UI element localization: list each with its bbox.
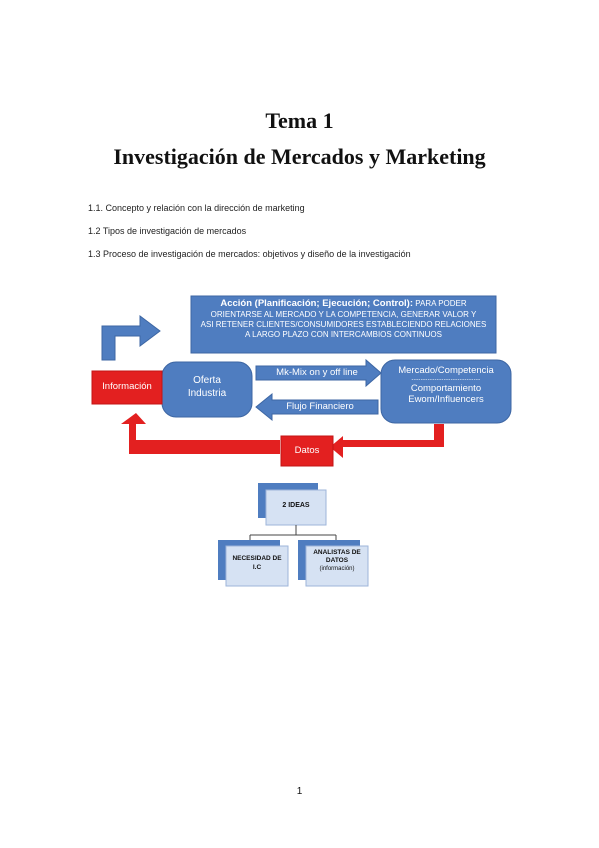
analistas-text: ANALISTAS DE DATOS (información) [306,549,368,574]
page-number: 1 [296,786,303,797]
mercado-text: Mercado/Competencia --------------------… [381,365,511,406]
title-line-2: Investigación de Mercados y Marketing [113,144,486,169]
oferta-text: Oferta Industria [162,375,252,400]
analistas-line: ANALISTAS DE [313,549,361,556]
toc-item: 1.1. Concepto y relación con la direcció… [88,203,305,213]
accion-line: ASI RETENER CLIENTES/CONSUMIDORES ESTABL… [200,319,487,329]
flujo-label: Flujo Financiero [286,401,354,412]
accion-arrow [101,315,161,361]
toc-item: 1.2 Tipos de investigación de mercados [88,226,247,236]
ideas-box [265,489,327,526]
title-line-1: Tema 1 [265,108,334,133]
informacion-box [91,370,163,405]
informacion-label: Información [102,381,152,392]
datos-arrow [330,424,444,458]
necesidad-box [225,545,289,587]
toc-item: 1.3 Proceso de investigación de mercados… [88,249,411,259]
mercado-line: Comportamiento [410,382,482,394]
mkmix-arrow [255,358,382,388]
necesidad-line: NECESIDAD DE [232,555,282,562]
necesidad-line: I.C [252,563,262,571]
accion-title: Acción (Planificación; Ejecución; Contro… [220,298,413,309]
mercado-separator: ------------------------------ [411,376,481,383]
oferta-line: Oferta [193,375,221,386]
mercado-title: Mercado/Competencia [398,365,494,376]
datos-box [280,435,334,467]
accion-text: Acción (Planificación; Ejecución; Contro… [191,298,496,340]
flujo-arrow [255,392,379,422]
ideas-label: 2 IDEAS [282,502,310,509]
mercado-line: Ewom/Influencers [408,393,484,405]
analistas-box [305,545,369,587]
accion-line: A LARGO PLAZO CON INTERCAMBIOS CONTINUOS [245,329,442,339]
oferta-line: Industria [187,387,227,399]
accion-box [190,295,497,354]
accion-line: PARA PODER [415,299,467,308]
mercado-box [380,359,512,424]
datos-label: Datos [294,445,320,456]
mkmix-label: Mk-Mix on y off line [276,367,358,378]
accion-line: ORIENTARSE AL MERCADO Y LA COMPETENCIA, … [210,309,477,319]
analistas-line: DATOS [325,557,349,565]
datos-arrow-left [121,413,280,454]
analistas-note: (información) [319,565,355,572]
necesidad-text: NECESIDAD DE I.C [226,555,288,573]
